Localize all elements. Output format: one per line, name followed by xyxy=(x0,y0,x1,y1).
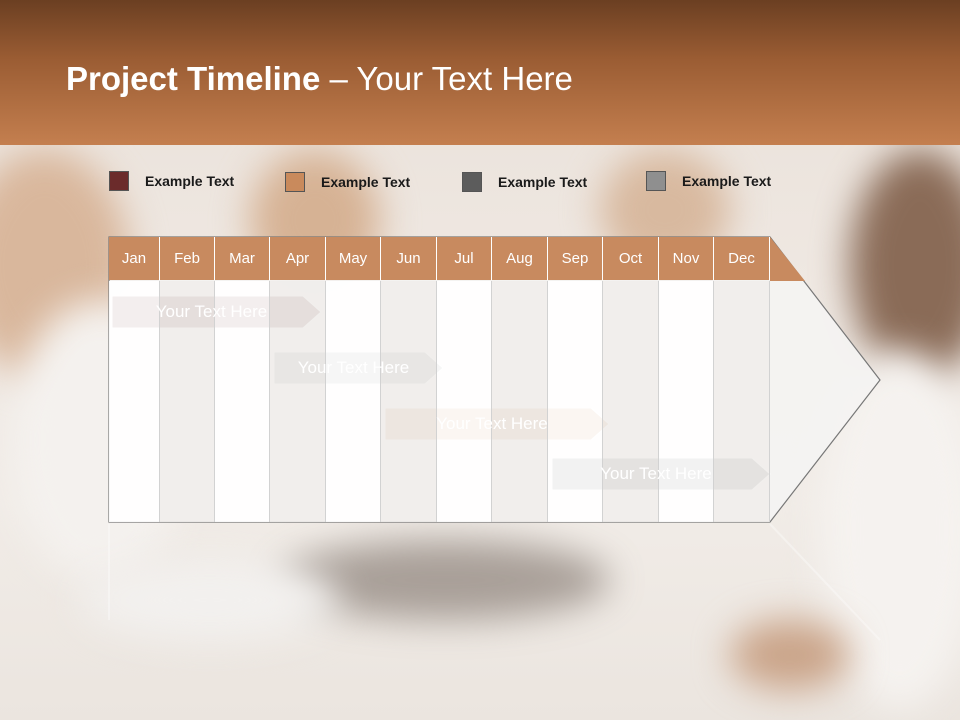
task-label-4: Your Text Here xyxy=(600,464,712,483)
month-column-feb xyxy=(160,281,215,522)
month-column-mar xyxy=(215,281,270,522)
task-label-1: Your Text Here xyxy=(155,302,268,321)
legend-label-3: Example Text xyxy=(498,174,588,190)
title-rest: – Your Text Here xyxy=(320,60,573,97)
month-aug: Aug xyxy=(492,237,548,280)
timeline-arrow-header xyxy=(770,237,805,281)
legend-swatch-2 xyxy=(285,172,305,192)
title-bold: Project Timeline xyxy=(66,60,321,97)
legend-label-2: Example Text xyxy=(321,174,411,190)
month-jun: Jun xyxy=(381,237,437,280)
legend-item-1: Example Text xyxy=(109,171,234,191)
legend-swatch-4 xyxy=(646,171,666,191)
month-feb: Feb xyxy=(160,237,215,280)
month-oct: Oct xyxy=(603,237,659,280)
month-nov: Nov xyxy=(659,237,714,280)
legend-swatch-3 xyxy=(462,172,482,192)
legend-label-1: Example Text xyxy=(145,173,235,189)
timeline-reflection xyxy=(108,523,881,641)
month-column-dec xyxy=(714,281,770,522)
legend-item-2: Example Text xyxy=(285,172,410,192)
legend-label-4: Example Text xyxy=(682,173,772,189)
month-column-sep xyxy=(548,281,603,522)
month-may: May xyxy=(326,237,381,280)
month-column-apr xyxy=(270,281,326,522)
legend-swatch-1 xyxy=(109,171,129,191)
legend-item-3: Example Text xyxy=(462,172,587,192)
month-column-may xyxy=(326,281,381,522)
month-jul: Jul xyxy=(437,237,492,280)
month-column-jul xyxy=(437,281,492,522)
month-dec: Dec xyxy=(714,237,770,280)
header-band xyxy=(0,0,960,145)
month-apr: Apr xyxy=(270,237,326,280)
task-label-3: Your Text Here xyxy=(436,414,548,433)
month-column-jan xyxy=(109,281,160,522)
month-jan: Jan xyxy=(109,237,160,280)
page-title: Project Timeline – Your Text Here xyxy=(66,60,573,98)
month-sep: Sep xyxy=(548,237,603,280)
month-column-oct xyxy=(603,281,659,522)
month-mar: Mar xyxy=(215,237,270,280)
month-column-nov xyxy=(659,281,714,522)
legend-item-4: Example Text xyxy=(646,171,771,191)
task-label-2: Your Text Here xyxy=(297,358,410,377)
month-column-jun xyxy=(381,281,437,522)
month-column-aug xyxy=(492,281,548,522)
